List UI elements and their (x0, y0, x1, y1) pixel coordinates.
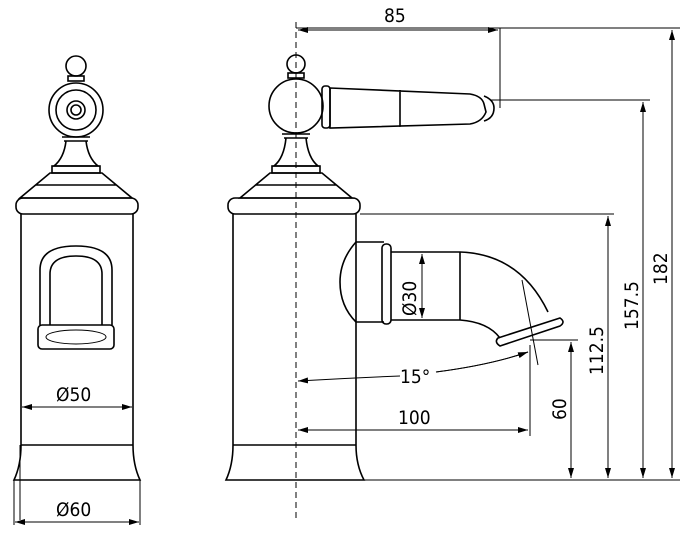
body-height-label: 112.5 (586, 326, 608, 375)
spout-height-label: 60 (549, 398, 571, 420)
spout-diameter-label: Ø30 (399, 281, 421, 316)
side-handle-ball (268, 78, 324, 134)
reach-top-label: 85 (384, 5, 406, 27)
base-diameter-label: Ø60 (56, 499, 91, 521)
handle-height-label: 157.5 (621, 281, 643, 330)
lever-handle (329, 87, 487, 129)
spout-reach-label: 100 (398, 407, 431, 429)
spout-joint (339, 241, 384, 323)
front-finial (65, 55, 87, 77)
spout-aerator (495, 317, 564, 347)
spout-angle-label: 15° (400, 366, 430, 388)
front-view: Ø50 Ø60 (12, 55, 142, 525)
total-height-label: 182 (650, 252, 672, 285)
body-diameter-label: Ø50 (56, 384, 91, 406)
spout (391, 251, 549, 339)
side-view: 85 182 157.5 112.5 60 100 15° Ø30 (224, 5, 680, 522)
front-handle-ring (48, 82, 104, 138)
